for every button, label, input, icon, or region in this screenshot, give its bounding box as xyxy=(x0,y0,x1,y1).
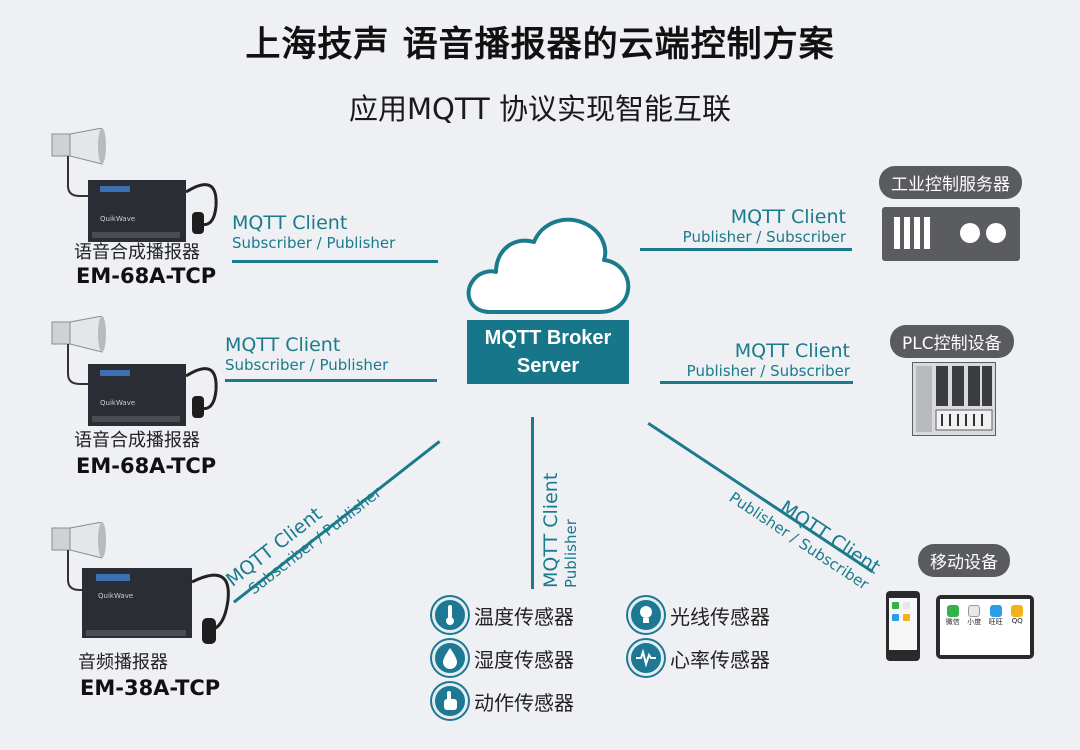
speaker-horn-icon xyxy=(51,316,106,353)
tablet-icon: 微信 小度 旺旺 QQ xyxy=(936,595,1034,659)
client-main: MQTT Client xyxy=(540,472,562,588)
broadcaster-box-icon xyxy=(82,568,230,644)
droplet-icon xyxy=(432,640,468,676)
broker-line2: Server xyxy=(516,355,580,377)
client-sub: Subscriber / Publisher xyxy=(225,356,389,374)
sensor-label: 光线传感器 xyxy=(670,604,770,629)
connector-right2 xyxy=(660,381,853,384)
speaker-cable-icon xyxy=(67,156,108,197)
app-label: 旺旺 xyxy=(988,618,1003,626)
client-label-center: MQTT Client Publisher xyxy=(540,473,580,588)
sensor-motion: 动作传感器 xyxy=(432,683,574,719)
page-subtitle: 应用MQTT 协议实现智能互联 xyxy=(349,92,731,126)
sensor-light: 光线传感器 xyxy=(628,597,770,633)
client-sub: Publisher / Subscriber xyxy=(686,362,850,380)
client-sub: Publisher / Subscriber xyxy=(682,228,846,246)
device-model: EM-38A-TCP xyxy=(80,676,221,700)
app-label: 微信 xyxy=(945,618,960,626)
device-2: QuikWave 语音合成播报器 EM-68A-TCP xyxy=(50,316,230,478)
speaker-horn-icon xyxy=(51,522,106,559)
badge-plc: PLC控制设备 xyxy=(890,325,1014,358)
sensor-label: 心率传感器 xyxy=(670,647,770,672)
device-label: 语音合成播报器 xyxy=(74,242,200,263)
mqtt-broker-server: MQTT Broker Server xyxy=(467,320,629,384)
sensor-label: 动作传感器 xyxy=(474,690,574,715)
client-sub: Publisher xyxy=(562,519,580,588)
device-label: 音频播报器 xyxy=(78,652,168,673)
client-label-left2: MQTT Client Subscriber / Publisher xyxy=(225,334,388,374)
connector-center xyxy=(531,417,534,589)
client-label-right1: MQTT Client Publisher / Subscriber xyxy=(640,206,846,246)
device-3: QuikWave 音频播报器 EM-38A-TCP xyxy=(50,522,230,702)
device-model: EM-68A-TCP xyxy=(76,264,217,288)
cloud-icon xyxy=(466,217,631,314)
app-label: 小度 xyxy=(967,618,982,626)
client-main: MQTT Client xyxy=(730,206,846,228)
speaker-cable-icon xyxy=(67,344,108,385)
app-xiaodu[interactable]: 小度 xyxy=(966,605,984,627)
connector-right1 xyxy=(640,248,852,251)
brand-text: QuikWave xyxy=(100,399,136,407)
broadcaster-box-icon xyxy=(88,180,218,242)
connector-left1 xyxy=(232,260,438,263)
heartbeat-icon xyxy=(628,640,664,676)
phone-icon xyxy=(886,591,920,661)
brand-text: QuikWave xyxy=(98,592,134,600)
client-main: MQTT Client xyxy=(225,334,341,356)
badge-mobile: 移动设备 xyxy=(918,544,1010,577)
client-label-right3: MQTT Client Publisher / Subscriber xyxy=(726,470,884,593)
lightbulb-icon xyxy=(628,597,664,633)
sensor-temperature: 温度传感器 xyxy=(432,597,574,633)
server-icon xyxy=(882,207,1020,261)
app-wechat[interactable]: 微信 xyxy=(944,605,962,627)
sensor-heartrate: 心率传感器 xyxy=(628,640,770,676)
client-sub: Subscriber / Publisher xyxy=(232,234,396,252)
sensor-label: 湿度传感器 xyxy=(474,647,574,672)
device-model: EM-68A-TCP xyxy=(76,454,217,478)
device-1: QuikWave 语音合成播报器 EM-68A-TCP xyxy=(50,128,230,288)
brand-text: QuikWave xyxy=(100,215,136,223)
badge-industrial-server: 工业控制服务器 xyxy=(879,166,1022,199)
speaker-horn-icon xyxy=(51,128,106,165)
connector-left2 xyxy=(225,379,437,382)
speaker-cable-icon xyxy=(67,550,108,591)
broadcaster-box-icon xyxy=(88,364,218,426)
device-label: 语音合成播报器 xyxy=(74,430,200,451)
broker-line1: MQTT Broker xyxy=(484,327,612,349)
client-label-left1: MQTT Client Subscriber / Publisher xyxy=(232,212,395,252)
client-main: MQTT Client xyxy=(734,340,850,362)
app-qq[interactable]: QQ xyxy=(1009,605,1027,627)
sensor-label: 温度传感器 xyxy=(474,604,574,629)
app-wangwang[interactable]: 旺旺 xyxy=(987,605,1005,627)
page-title: 上海技声 语音播报器的云端控制方案 xyxy=(245,25,835,65)
app-label: QQ xyxy=(1011,617,1023,625)
sensor-humidity: 湿度传感器 xyxy=(432,640,574,676)
plc-icon xyxy=(912,362,996,436)
thermometer-icon xyxy=(432,597,468,633)
client-main: MQTT Client xyxy=(232,212,348,234)
client-label-right2: MQTT Client Publisher / Subscriber xyxy=(660,340,850,380)
hand-pointer-icon xyxy=(432,683,468,719)
